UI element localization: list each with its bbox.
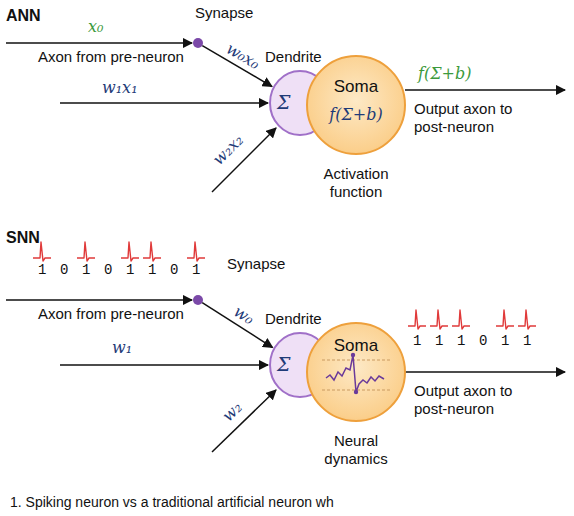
synapse-dot: Synapse: [193, 38, 203, 48]
weighted-input: w₂x₂: [201, 123, 254, 176]
sum-symbol: Σ: [277, 353, 290, 376]
membrane-trace: [326, 355, 384, 392]
edge-weight-label: w₀x₀: [223, 38, 263, 73]
input-arrow: [212, 390, 276, 452]
soma-label: Soma: [308, 336, 404, 356]
input-arrow: [60, 102, 268, 104]
soma-label: Soma: [308, 77, 404, 97]
spike: [518, 310, 536, 329]
spike: [121, 242, 139, 261]
output-axon-label: Output axon to post-neuron: [414, 100, 534, 136]
trace-point: [351, 353, 355, 357]
output-arrow: [405, 371, 565, 373]
weight-label: w₁: [112, 338, 132, 357]
input-value: x₀: [88, 17, 103, 36]
weight-label: w₂: [215, 395, 248, 428]
output-axon-label: Output axon to post-neuron: [414, 382, 534, 418]
spike: [496, 310, 514, 329]
input-arrows: [6, 43, 565, 452]
spike: [143, 242, 161, 261]
reset-line: [322, 390, 390, 391]
spike: [430, 310, 448, 329]
spike: [408, 310, 426, 329]
section-title: ANN: [6, 6, 41, 25]
output-formula: f(Σ+b): [418, 64, 471, 83]
membrane-potential-plot: [322, 353, 390, 394]
trace-point: [354, 390, 358, 394]
output-spike-train: [408, 310, 536, 329]
spike: [77, 242, 95, 261]
weighted-connection: [202, 46, 272, 87]
weighted-input: w₁x₁: [102, 78, 138, 97]
axon-arrow: [6, 42, 192, 44]
soma-circle: SomaNeural dynamics: [306, 322, 406, 422]
spike: [187, 242, 205, 261]
dynamics-label: Neural dynamics: [306, 432, 406, 468]
spike-bits: 1 0 1 0 1 1 0 1: [38, 262, 203, 279]
sum-symbol: Σ: [277, 91, 290, 114]
activation-label: Activation function: [306, 165, 406, 201]
activation-formula: f(Σ+b): [308, 105, 404, 124]
dendrite-label: Dendrite: [265, 48, 322, 66]
synapse-label: Synapse: [227, 255, 285, 273]
section-title: SNN: [6, 228, 40, 247]
spike-bits: 1 1 1 0 1 1: [413, 333, 534, 350]
synapse-label: Synapse: [195, 4, 253, 22]
figure-caption: 1. Spiking neuron vs a traditional artif…: [10, 494, 334, 511]
axon-label: Axon from pre-neuron: [38, 305, 184, 323]
input-arrow: [60, 364, 268, 366]
dendrite-label: Dendrite: [265, 310, 322, 328]
weighted-connection: [202, 303, 272, 348]
axon-label: Axon from pre-neuron: [38, 48, 184, 66]
output-arrow: [405, 89, 565, 91]
axon-arrow: [6, 299, 192, 301]
threshold-line: [322, 360, 390, 361]
spike: [452, 310, 470, 329]
edge-weight-label: w₀: [230, 301, 257, 328]
synapse-dot: Synapse: [193, 295, 203, 305]
input-spike-train: [33, 242, 205, 261]
soma-circle: Somaf(Σ+b)Activation function: [306, 55, 406, 155]
